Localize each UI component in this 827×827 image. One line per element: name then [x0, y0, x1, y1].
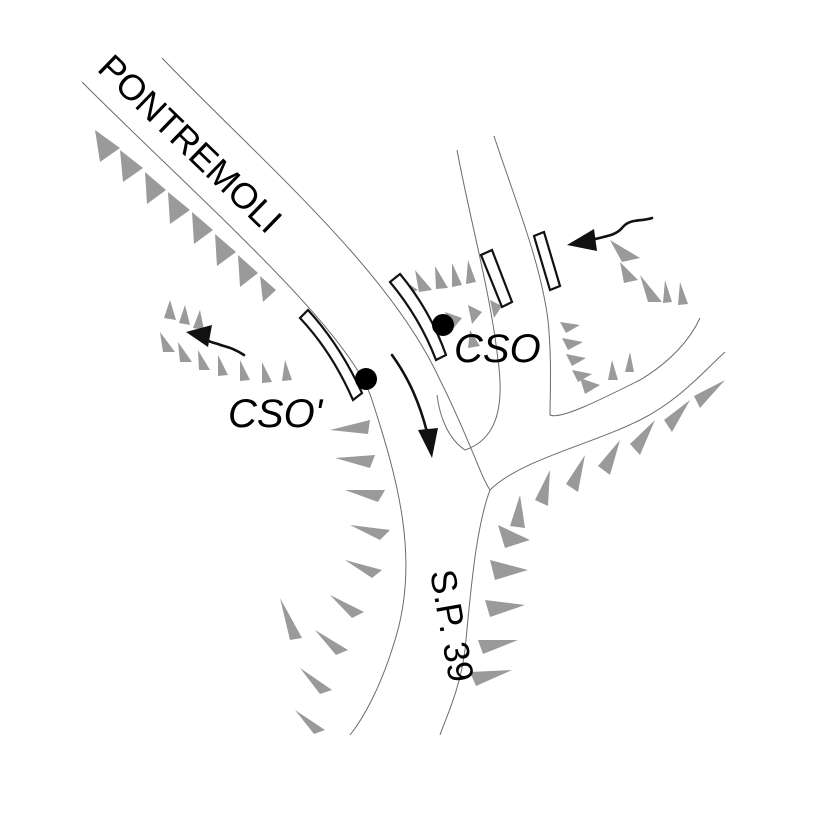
road-label-sp39: S.P. 39: [422, 566, 482, 685]
teeth-right-of-sp39: [470, 380, 725, 686]
road-label-pontremoli: PONTREMOLI: [90, 46, 290, 241]
sp39-lower-edge: [439, 489, 491, 736]
cso-prime-point: [355, 368, 377, 390]
barrier-cso-prime: [298, 308, 364, 402]
label-cso-prime: CSO': [228, 392, 324, 436]
branch-right-edge: [493, 135, 701, 417]
teeth-left-lobe: [160, 300, 292, 383]
barrier-cso-right: [479, 248, 514, 309]
teeth-right-branch: [560, 240, 688, 394]
branch-left-edge: [436, 149, 501, 451]
embankment-marks: [95, 130, 725, 734]
flow-arrow-left: [186, 325, 246, 357]
pontremoli-left-edge: [81, 81, 407, 736]
teeth-upper-left: [95, 130, 276, 302]
barriers: [298, 230, 562, 402]
flow-arrow-main: [390, 353, 438, 458]
barrier-right-branch: [532, 230, 562, 292]
teeth-left-of-sp39: [280, 420, 390, 734]
sp39-right-edge: [489, 351, 726, 491]
cso-point: [432, 314, 454, 336]
road-edges: [81, 57, 726, 736]
label-cso: CSO: [454, 327, 541, 371]
flow-arrow-right: [567, 216, 654, 251]
pontremoli-right-edge: [161, 57, 491, 491]
barrier-cso-left: [388, 272, 448, 362]
